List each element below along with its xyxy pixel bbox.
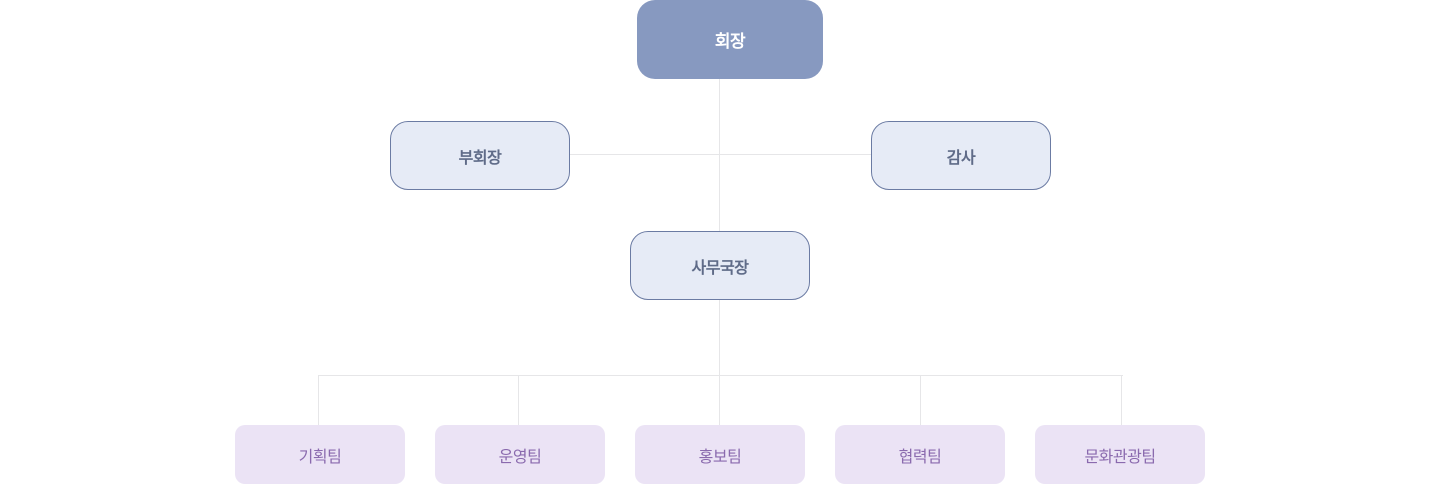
node-secretary-general: 사무국장: [630, 231, 810, 300]
node-team-cooperation: 협력팀: [835, 425, 1005, 484]
connector-team-2: [518, 375, 519, 425]
node-president: 회장: [637, 0, 823, 79]
node-vice-president: 부회장: [390, 121, 570, 190]
connector-team-bus: [318, 375, 1123, 376]
node-team-operations: 운영팀: [435, 425, 605, 484]
connector-team-1: [318, 375, 319, 425]
connector-president-to-secretary: [719, 79, 720, 231]
node-team-label: 문화관광팀: [1084, 446, 1156, 466]
node-vice-president-label: 부회장: [458, 147, 502, 167]
node-auditor: 감사: [871, 121, 1051, 190]
connector-team-5: [1121, 375, 1122, 425]
node-team-label: 기획팀: [298, 446, 342, 466]
connector-vice-to-auditor: [569, 154, 871, 155]
node-team-culture-tourism: 문화관광팀: [1035, 425, 1205, 484]
node-team-planning: 기획팀: [235, 425, 405, 484]
node-secretary-general-label: 사무국장: [691, 257, 749, 277]
node-auditor-label: 감사: [946, 147, 976, 167]
connector-secretary-to-teams: [719, 299, 720, 425]
node-president-label: 회장: [714, 32, 746, 52]
node-team-label: 협력팀: [898, 446, 942, 466]
connector-team-4: [920, 375, 921, 425]
node-team-label: 홍보팀: [698, 446, 742, 466]
node-team-publicity: 홍보팀: [635, 425, 805, 484]
node-team-label: 운영팀: [498, 446, 542, 466]
